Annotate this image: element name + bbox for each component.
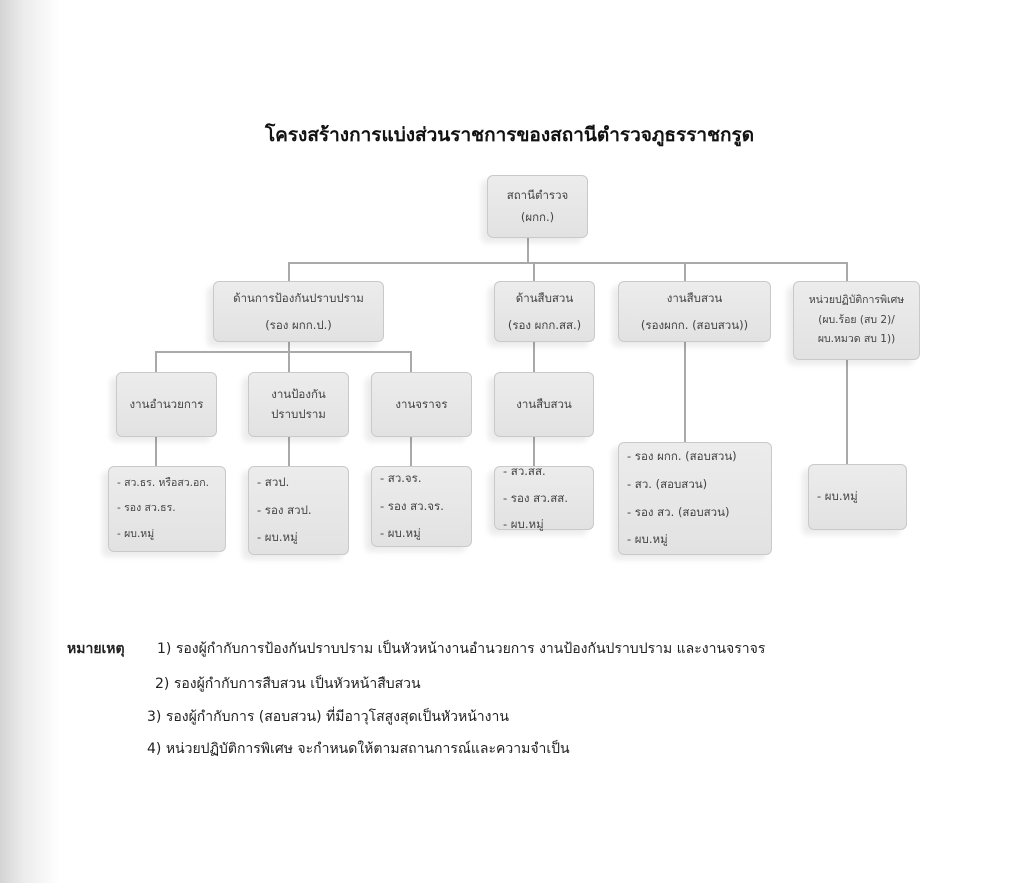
box-line: งานจราจร: [395, 396, 448, 411]
connector: [288, 437, 290, 466]
box-line: (รอง ผกก.สส.): [507, 317, 582, 332]
connector: [155, 351, 157, 372]
org-box-crime-prevention: งานป้องกัน ปราบปราม: [248, 372, 349, 437]
connector: [684, 342, 686, 442]
box-line: - รอง สวป.: [257, 502, 312, 517]
org-box-admin-staff: - สว.ธร. หรือสว.อก. - รอง สว.ธร. - ผบ.หม…: [108, 466, 226, 552]
page-spine-shadow: [0, 0, 60, 883]
connector: [533, 262, 535, 281]
box-line: - ผบ.หมู่: [117, 527, 155, 540]
connector: [527, 238, 529, 263]
org-box-prevention: ด้านการป้องกันปราบปราม (รอง ผกก.ป.): [213, 281, 384, 342]
connector: [684, 262, 686, 281]
connector: [533, 437, 535, 466]
box-line: ปราบปราม: [271, 406, 326, 421]
connector: [288, 342, 290, 372]
box-line: - ผบ.หมู่: [257, 530, 298, 545]
box-line: หน่วยปฏิบัติการพิเศษ: [808, 293, 905, 306]
org-box-root: สถานีตำรวจ (ผกก.): [487, 175, 588, 238]
box-line: - สว. (สอบสวน): [627, 476, 708, 491]
connector: [410, 437, 412, 466]
box-line: - ผบ.หมู่: [627, 532, 668, 547]
box-line: - ผบ.หมู่: [503, 517, 544, 532]
org-box-traffic: งานจราจร: [371, 372, 472, 437]
box-line: - ผบ.หมู่: [817, 489, 858, 504]
box-line: งานป้องกัน: [271, 386, 326, 401]
box-line: - ผบ.หมู่: [380, 526, 421, 541]
box-line: (ผบ.ร้อย (สบ 2)/: [818, 313, 895, 326]
box-line: - รอง สว.สส.: [503, 490, 568, 505]
org-box-admin: งานอำนวยการ: [116, 372, 217, 437]
connector: [846, 360, 848, 464]
org-box-inquiry-staff: - รอง ผกก. (สอบสวน) - สว. (สอบสวน) - รอง…: [618, 442, 772, 555]
org-box-investigation-staff: - สว.สส. - รอง สว.สส. - ผบ.หมู่: [494, 464, 594, 531]
connector: [288, 262, 290, 281]
org-box-inquiry: งานสืบสวน (รองผกก. (สอบสวน)): [618, 281, 771, 342]
org-box-traffic-staff: - สว.จร. - รอง สว.จร. - ผบ.หมู่: [371, 466, 472, 547]
connector: [846, 262, 848, 281]
chart-title: โครงสร้างการแบ่งส่วนราชการของสถานีตำรวจภ…: [264, 124, 755, 146]
connector: [155, 351, 412, 353]
box-line: - สว.จร.: [380, 471, 422, 486]
connector: [288, 262, 848, 264]
org-box-prevention-staff: - สวป. - รอง สวป. - ผบ.หมู่: [248, 466, 349, 555]
box-line: งานอำนวยการ: [129, 396, 204, 411]
connector: [533, 342, 535, 372]
box-line: - รอง สว.ธร.: [117, 502, 176, 515]
note-item: 3) รองผู้กำกับการ (สอบสวน) ที่มีอาวุโสสู…: [147, 709, 509, 725]
box-line: (ผกก.): [520, 209, 555, 224]
box-line: สถานีตำรวจ: [506, 187, 569, 202]
org-box-investigation: ด้านสืบสวน (รอง ผกก.สส.): [494, 281, 595, 342]
box-line: - สว.ธร. หรือสว.อก.: [117, 477, 210, 490]
note-item: 4) หน่วยปฏิบัติการพิเศษ จะกำหนดให้ตามสถา…: [147, 741, 570, 757]
box-line: งานสืบสวน: [666, 291, 723, 306]
box-line: งานสืบสวน: [516, 396, 572, 411]
connector: [155, 437, 157, 466]
box-line: (รอง ผกก.ป.): [265, 317, 332, 332]
org-box-special-unit: หน่วยปฏิบัติการพิเศษ (ผบ.ร้อย (สบ 2)/ ผบ…: [793, 281, 920, 360]
box-line: - สวป.: [257, 475, 290, 490]
box-line: - สว.สส.: [503, 464, 546, 479]
box-line: ด้านสืบสวน: [515, 291, 574, 306]
box-line: - รอง สว. (สอบสวน): [627, 504, 730, 519]
org-box-investigation-work: งานสืบสวน: [494, 372, 594, 437]
org-box-special-staff: - ผบ.หมู่: [808, 464, 907, 530]
box-line: ผบ.หมวด สบ 1)): [817, 333, 896, 346]
note-item: 1) รองผู้กำกับการป้องกันปราบปราม เป็นหัว…: [157, 641, 766, 657]
note-item: 2) รองผู้กำกับการสืบสวน เป็นหัวหน้าสืบสว…: [155, 676, 421, 692]
notes-label: หมายเหตุ: [67, 641, 125, 657]
box-line: (รองผกก. (สอบสวน)): [640, 317, 749, 332]
box-line: - รอง สว.จร.: [380, 498, 444, 513]
box-line: - รอง ผกก. (สอบสวน): [627, 449, 737, 464]
box-line: ด้านการป้องกันปราบปราม: [233, 291, 364, 306]
connector: [410, 351, 412, 372]
